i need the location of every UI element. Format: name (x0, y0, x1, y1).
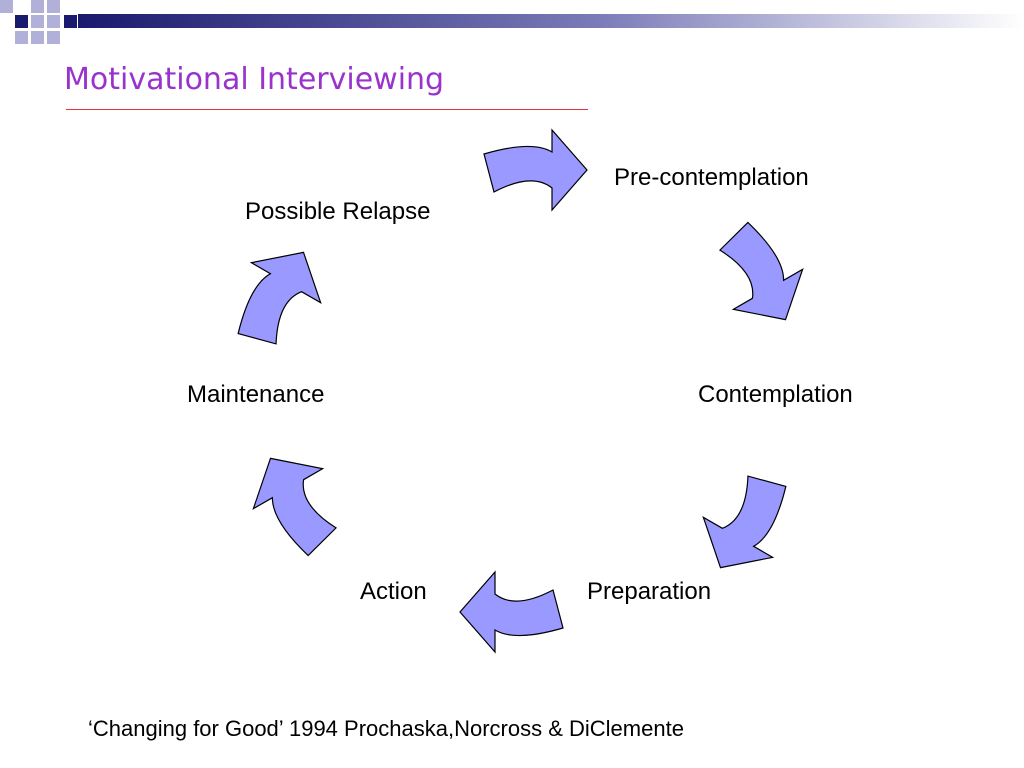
slide-title: Motivational Interviewing (64, 62, 445, 97)
header-square-light (47, 31, 60, 44)
stage-label-contemplation: Contemplation (698, 381, 853, 408)
header-square-light (47, 15, 60, 28)
arrow-to-precontemplation (483, 129, 588, 211)
header-square-light (31, 31, 44, 44)
arrow-to-action (459, 571, 564, 653)
arrow-to-preparation (685, 457, 808, 589)
header-square-light (47, 0, 60, 13)
stage-label-relapse: Possible Relapse (245, 198, 431, 225)
header-square-dark (64, 15, 77, 28)
stage-label-action: Action (360, 578, 427, 605)
arrow-to-relapse (216, 231, 339, 363)
citation: ‘Changing for Good’ 1994 Prochaska,Norcr… (88, 716, 684, 741)
header-square-light (0, 0, 13, 13)
arrow-to-maintenance (235, 437, 358, 569)
header-decoration (0, 0, 1024, 44)
header-square-dark (15, 15, 28, 28)
title-underline (66, 109, 588, 110)
header-gradient-bar (78, 14, 1024, 28)
header-square-light (15, 31, 28, 44)
header-square-light (31, 15, 44, 28)
stage-label-precontemplation: Pre-contemplation (614, 164, 809, 191)
header-square-light (31, 0, 44, 13)
stage-label-preparation: Preparation (587, 578, 712, 605)
arrow-to-contemplation (698, 209, 821, 341)
stage-label-maintenance: Maintenance (187, 381, 325, 408)
